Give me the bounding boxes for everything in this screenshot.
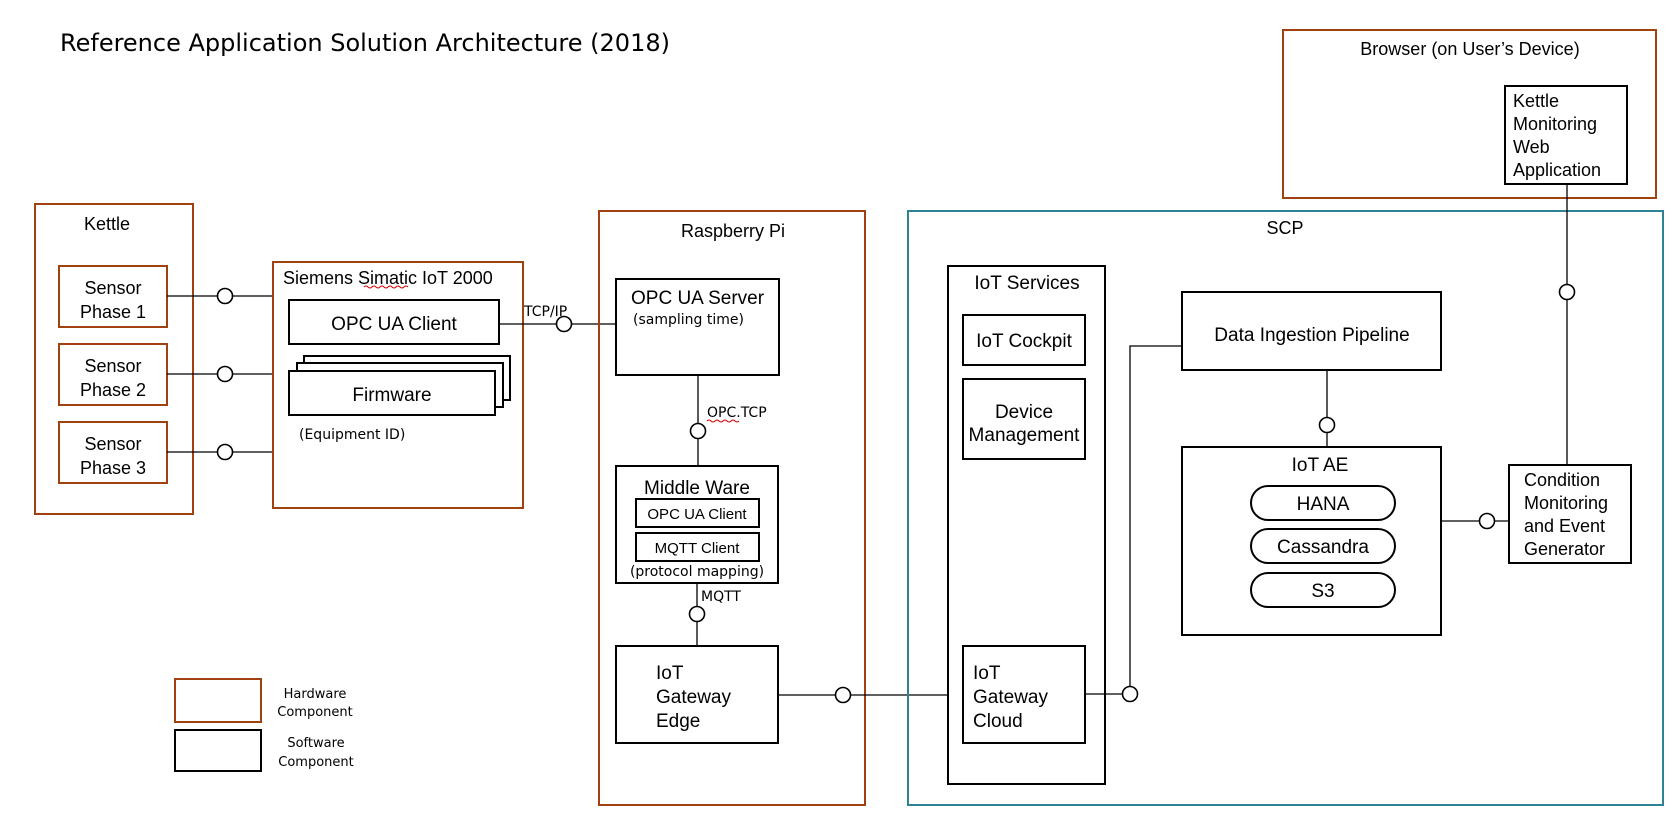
sensor-3-interface bbox=[216, 443, 234, 461]
legend-hardware-line-2: Component bbox=[277, 705, 352, 720]
condition-line-4: Generator bbox=[1524, 539, 1605, 559]
web-app-line-4: Application bbox=[1513, 160, 1601, 180]
equipment-id-label: (Equipment ID) bbox=[299, 427, 405, 443]
condition-line-1: Condition bbox=[1524, 470, 1600, 490]
mw-mqtt-client-label: MQTT Client bbox=[655, 540, 741, 557]
edge-cloud-interface bbox=[834, 686, 852, 704]
kettle-box bbox=[34, 203, 194, 515]
gateway-edge-line-3: Edge bbox=[656, 711, 700, 732]
kettle-group: Kettle Sensor Phase 1 Sensor Phase 2 Sen… bbox=[34, 203, 194, 515]
device-management-line-2: Management bbox=[969, 425, 1081, 446]
gateway-edge-line-2: Gateway bbox=[656, 687, 731, 708]
condition-webapp-connector bbox=[1558, 184, 1576, 465]
mqtt-interface bbox=[688, 605, 706, 623]
kettle-label: Kettle bbox=[84, 214, 130, 234]
edge-cloud-connector bbox=[778, 686, 963, 704]
condition-monitoring-box bbox=[1508, 464, 1632, 564]
condition-line-2: Monitoring bbox=[1524, 493, 1608, 513]
firmware-label: Firmware bbox=[352, 385, 431, 406]
ingestion-label: Data Ingestion Pipeline bbox=[1214, 325, 1409, 346]
tcp-ip-interface bbox=[555, 315, 573, 333]
condition-webapp-interface bbox=[1558, 283, 1576, 301]
opc-ua-server-label: OPC UA Server bbox=[631, 288, 765, 309]
web-app-line-2: Monitoring bbox=[1513, 114, 1597, 134]
browser-box bbox=[1282, 29, 1657, 199]
legend-hardware-line-1: Hardware bbox=[284, 687, 347, 702]
cloud-ingestion-line bbox=[1085, 345, 1182, 695]
mqtt-label: MQTT bbox=[701, 589, 741, 605]
hana-box bbox=[1250, 485, 1396, 521]
gateway-cloud-line-1: IoT bbox=[973, 663, 1001, 684]
cassandra-label: Cassandra bbox=[1277, 537, 1369, 558]
legend-software-line-2: Component bbox=[278, 755, 353, 770]
legend: Hardware Component Software Component bbox=[174, 678, 354, 772]
gateway-edge-line-1: IoT bbox=[656, 663, 684, 684]
ingestion-ae-interface bbox=[1318, 416, 1336, 434]
sensor-1-line-2: Phase 1 bbox=[80, 302, 146, 322]
scp-group: SCP IoT Services IoT Cockpit Device Mana… bbox=[907, 210, 1664, 806]
iot-ae-label: IoT AE bbox=[1292, 455, 1349, 476]
s3-label: S3 bbox=[1311, 581, 1334, 602]
legend-software-line-1: Software bbox=[287, 736, 344, 751]
opc-tcp-interface bbox=[689, 422, 707, 440]
gateway-cloud-line-2: Gateway bbox=[973, 687, 1048, 708]
sensor-2-line-2: Phase 2 bbox=[80, 380, 146, 400]
browser-group: Browser (on User’s Device) Kettle Monito… bbox=[1282, 29, 1657, 199]
sensor-1-interface bbox=[216, 287, 234, 305]
middleware-label: Middle Ware bbox=[644, 478, 750, 499]
condition-line-3: and Event bbox=[1524, 516, 1605, 536]
iot-cockpit-label: IoT Cockpit bbox=[976, 331, 1072, 352]
mw-mqtt-client-box bbox=[635, 532, 760, 562]
scp-label: SCP bbox=[1266, 218, 1303, 238]
siemens-group: Siemens Simatic IoT 2000 OPC UA Client F… bbox=[272, 261, 524, 509]
scp-box bbox=[907, 210, 1664, 806]
spellcheck-underline-opc bbox=[706, 419, 740, 423]
mw-opc-ua-client-box bbox=[635, 498, 760, 528]
iot-cockpit-box bbox=[962, 314, 1086, 366]
opc-ua-client-box bbox=[288, 299, 500, 345]
web-app-line-1: Kettle bbox=[1513, 91, 1559, 111]
raspberry-pi-group: Raspberry Pi OPC UA Server (sampling tim… bbox=[598, 210, 866, 806]
gateway-cloud-line-3: Cloud bbox=[973, 711, 1023, 732]
web-app-line-3: Web bbox=[1513, 137, 1550, 157]
legend-hardware-swatch bbox=[174, 678, 262, 723]
sensor-2-interface bbox=[216, 365, 234, 383]
device-management-line-1: Device bbox=[995, 402, 1053, 423]
sensor-3-line-2: Phase 3 bbox=[80, 458, 146, 478]
sensor-connectors bbox=[167, 287, 273, 461]
spellcheck-underline bbox=[363, 285, 409, 289]
tcp-ip-label: TCP/IP bbox=[523, 304, 567, 320]
raspberry-pi-label: Raspberry Pi bbox=[681, 221, 785, 241]
siemens-box bbox=[272, 261, 524, 509]
raspberry-pi-box bbox=[598, 210, 866, 806]
opc-ua-client-label: OPC UA Client bbox=[331, 314, 457, 335]
sensor-3-line-1: Sensor bbox=[84, 434, 141, 454]
gateway-edge-box bbox=[615, 645, 779, 744]
sampling-time-label: (sampling time) bbox=[633, 312, 744, 328]
cassandra-box bbox=[1250, 528, 1396, 564]
cloud-ingestion-interface bbox=[1121, 685, 1139, 703]
ae-condition-interface bbox=[1478, 512, 1496, 530]
device-management-box bbox=[962, 378, 1086, 460]
siemens-label: Siemens Simatic IoT 2000 bbox=[283, 268, 493, 288]
protocol-mapping-label: (protocol mapping) bbox=[630, 564, 764, 580]
tcp-ip-connector: TCP/IP bbox=[499, 304, 616, 333]
browser-label: Browser (on User’s Device) bbox=[1360, 39, 1579, 59]
sensor-2-line-1: Sensor bbox=[84, 356, 141, 376]
web-app-box bbox=[1504, 85, 1628, 185]
opc-tcp-label: OPC.TCP bbox=[707, 405, 767, 421]
sensor-1-line-1: Sensor bbox=[84, 278, 141, 298]
hana-label: HANA bbox=[1297, 494, 1350, 515]
ingestion-box bbox=[1181, 291, 1442, 371]
legend-software-swatch bbox=[174, 729, 262, 772]
mw-opc-ua-client-label: OPC UA Client bbox=[647, 506, 747, 523]
iot-services-label: IoT Services bbox=[974, 273, 1079, 294]
page-title: Reference Application Solution Architect… bbox=[60, 29, 670, 57]
s3-box bbox=[1250, 572, 1396, 608]
firmware-box bbox=[288, 370, 496, 416]
